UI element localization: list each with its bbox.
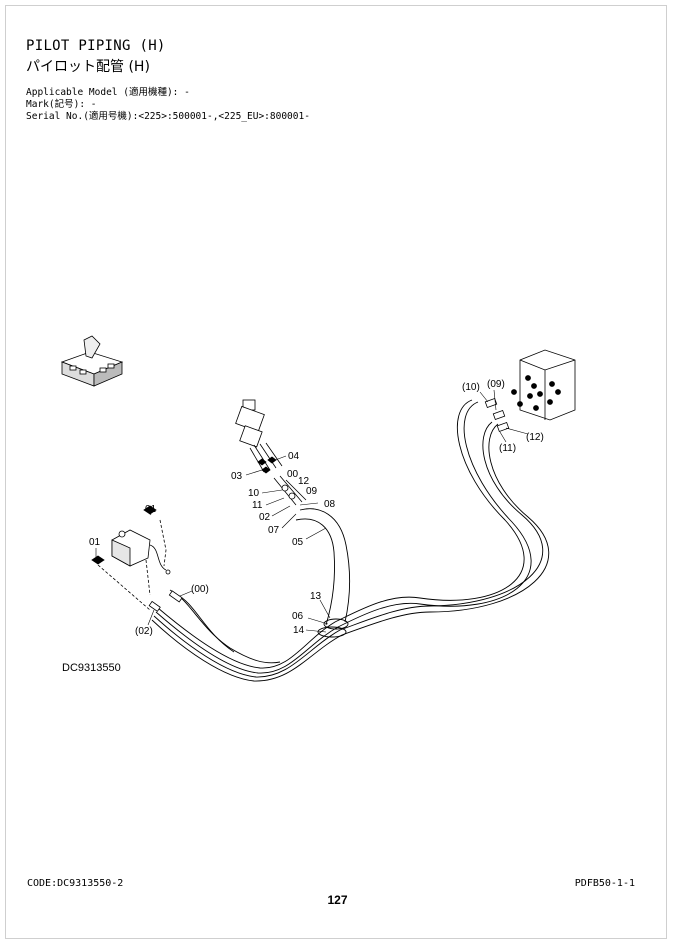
page-number: 127: [327, 893, 348, 907]
callout-10-paren: (10): [462, 382, 480, 393]
callout-02: 02: [259, 512, 271, 523]
callout-14: 14: [293, 625, 305, 636]
callout-00-paren: (00): [191, 584, 209, 595]
footer-code: CODE:DC9313550-2: [27, 878, 124, 889]
applicable-model: Applicable Model (適用機種): -: [26, 87, 190, 98]
hose-bundle: [151, 399, 550, 682]
callout-12: 12: [298, 476, 310, 487]
callout-06: 06: [292, 611, 304, 622]
callout-12-paren: (12): [526, 432, 544, 443]
machine-locator-icon: [60, 335, 124, 387]
callout-01-left: 01: [89, 537, 101, 548]
callout-07: 07: [268, 525, 280, 536]
left-valve-block: [91, 505, 183, 612]
page-border: [5, 5, 667, 939]
callout-05: 05: [292, 537, 304, 548]
footer-doc-ref: PDFB50-1-1: [574, 878, 635, 889]
callout-11: 11: [252, 500, 263, 511]
callout-08: 08: [324, 499, 336, 510]
callout-11-paren: (11): [499, 443, 516, 454]
pump-block: [484, 349, 576, 433]
page-title-jp: パイロット配管 (H): [26, 59, 150, 75]
callout-03: 03: [231, 471, 243, 482]
leader-lines: [95, 389, 529, 633]
callout-00: 00: [287, 469, 299, 480]
callout-13: 13: [310, 591, 322, 602]
callout-10: 10: [248, 488, 260, 499]
callout-04: 04: [288, 451, 300, 462]
pilot-valve: [235, 399, 307, 506]
callout-09-paren: (09): [487, 379, 505, 390]
mark-line: Mark(記号): -: [26, 99, 97, 110]
main-hose: [295, 508, 351, 638]
page-title-en: PILOT PIPING (H): [26, 38, 166, 54]
serial-number: Serial No.(適用号機):<225>:500001-,<225_EU>:…: [26, 111, 310, 122]
callout-02-paren: (02): [135, 626, 153, 637]
callout-01-top: 01: [145, 504, 157, 515]
drawing-id: DC9313550: [62, 662, 121, 674]
callout-09: 09: [306, 486, 318, 497]
